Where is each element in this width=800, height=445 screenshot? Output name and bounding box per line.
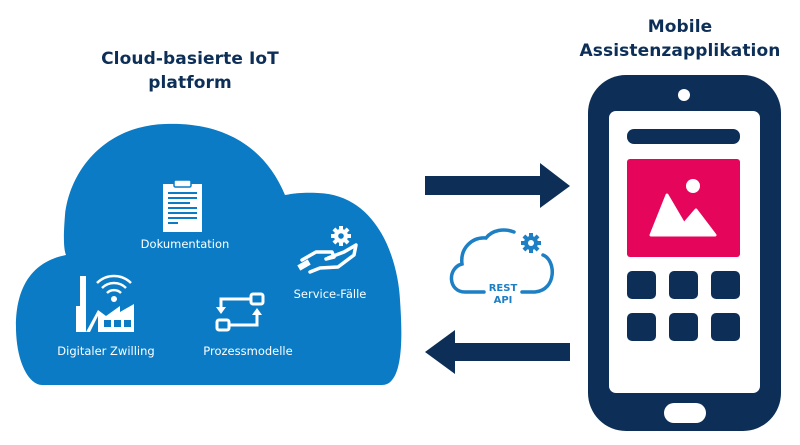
app-tile[interactable] <box>669 271 698 299</box>
iot-platform-title-line2: platform <box>148 73 232 93</box>
app-tile[interactable] <box>669 313 698 341</box>
screen-header-bar <box>627 129 740 144</box>
label-dokumentation: Dokumentation <box>141 237 230 251</box>
arrow-right-icon <box>425 163 570 208</box>
factory-wifi-icon <box>76 274 134 332</box>
rest-api-label-line1: REST <box>489 283 518 294</box>
label-prozessmodelle: Prozessmodelle <box>203 344 292 358</box>
app-tile[interactable] <box>627 313 656 341</box>
smartphone-icon <box>588 75 781 431</box>
label-service-faelle: Service-Fälle <box>294 287 367 301</box>
mobile-app-title-line2: Assistenzapplikation <box>579 41 781 61</box>
phone-camera <box>678 89 690 101</box>
hand-gear-icon <box>297 226 358 274</box>
rest-api-label-line2: API <box>494 295 513 306</box>
rest-api-cloud-icon: REST API <box>449 228 554 306</box>
app-grid <box>627 271 740 341</box>
process-flow-icon <box>215 292 265 332</box>
arrow-left-icon <box>425 330 570 374</box>
iot-platform-title-line1: Cloud-basierte IoT <box>101 49 279 69</box>
image-icon <box>649 179 717 237</box>
app-tile[interactable] <box>711 313 740 341</box>
app-tile[interactable] <box>711 271 740 299</box>
label-digitaler-zwilling: Digitaler Zwilling <box>57 344 154 358</box>
iot-platform-title: Cloud-basierte IoT platform <box>70 47 310 95</box>
screen-image-placeholder <box>627 159 740 257</box>
phone-home-button[interactable] <box>664 403 706 423</box>
app-tile[interactable] <box>627 271 656 299</box>
mobile-app-title-line1: Mobile <box>647 17 713 37</box>
clipboard-icon <box>163 179 202 232</box>
mobile-app-title: Mobile Assistenzapplikation <box>560 15 800 63</box>
